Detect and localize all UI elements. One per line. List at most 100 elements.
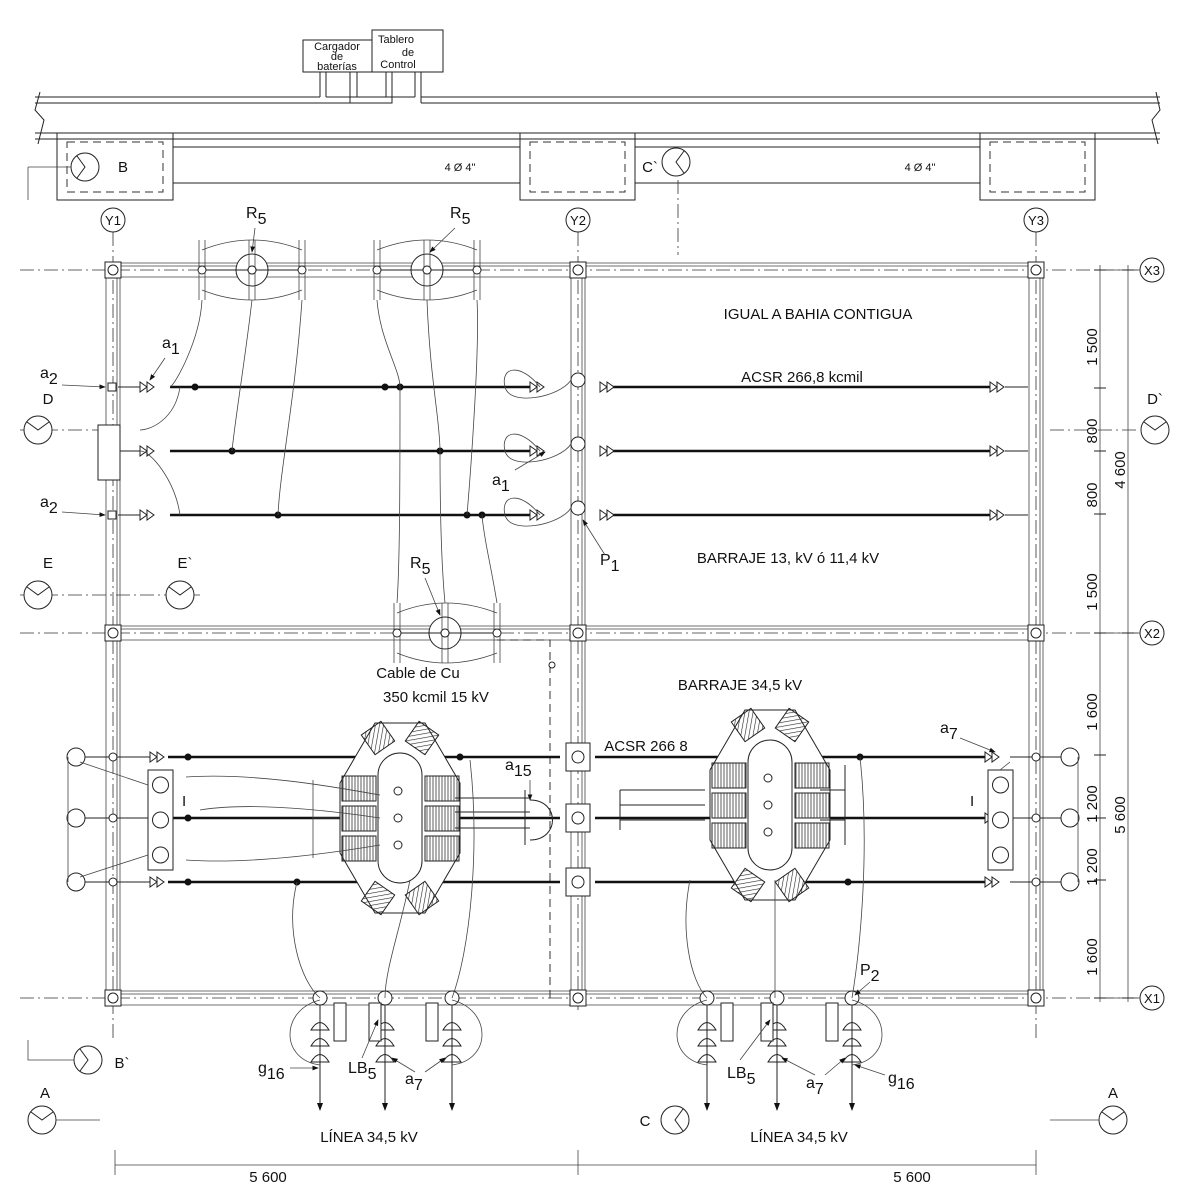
insulator-disc (606, 381, 615, 393)
label-barraje-34kv: BARRAJE 34,5 kV (678, 677, 802, 694)
section-mark-label: A (1108, 1085, 1118, 1102)
insulator-disc (149, 751, 158, 763)
connection-point (184, 814, 192, 822)
r5-node (372, 265, 382, 275)
section-mark-d: D (23, 391, 54, 445)
section-mark-c: C (640, 1105, 690, 1135)
bushing (393, 786, 403, 796)
r5-node (197, 265, 207, 275)
column-bolt (107, 264, 119, 276)
axis-bubble-x1: X1 (1139, 985, 1165, 1011)
column-clamp (1031, 877, 1041, 887)
end-eye (66, 747, 86, 767)
label-i-right: I (970, 793, 974, 810)
insulator-disc (156, 876, 165, 888)
control-label-3: Control (380, 59, 415, 71)
r5-node (422, 265, 432, 275)
section-mark-e-prime: E` (165, 555, 195, 610)
column-bolt (572, 627, 584, 639)
section-lines (27, 166, 1099, 1121)
insulator-disc (599, 381, 608, 393)
connection-point (844, 878, 852, 886)
callout-p1: P1 (600, 552, 620, 575)
connection-point (381, 383, 389, 391)
axis-bubble-y3: Y3 (1023, 207, 1049, 233)
bushing (763, 800, 773, 810)
arrester (152, 776, 169, 794)
callout-leader (739, 1019, 771, 1061)
strain-insulator (989, 445, 1005, 457)
dim-text-right: 800 (1084, 482, 1101, 507)
strain-insulator (139, 445, 155, 457)
bus-support-bracket (97, 424, 121, 481)
radiator-corner (774, 867, 810, 903)
dim-text-right: 1 500 (1084, 573, 1101, 611)
callout-leader (854, 981, 871, 996)
label-barraje-13kv: BARRAJE 13, kV ó 11,4 kV (697, 550, 879, 567)
end-eye (66, 808, 86, 828)
section-mark-e: E (23, 555, 53, 610)
insulator-disc (989, 445, 998, 457)
insulator-disc (149, 876, 158, 888)
section-mark-label: E (43, 555, 53, 572)
dim-lines (114, 265, 1129, 1175)
axis-bubble-x3: X3 (1139, 257, 1165, 283)
insulator-disc (991, 751, 1000, 763)
end-eye (1060, 747, 1080, 767)
radiator-bank (424, 835, 460, 862)
axis-bubble-x2: X2 (1139, 620, 1165, 646)
label-i-left: I (182, 793, 186, 810)
section-mark-label: B` (115, 1055, 130, 1072)
strain-insulator (149, 876, 165, 888)
strain-insulator (529, 381, 545, 393)
strain-insulator (599, 445, 615, 457)
battery-charger-box: Cargador de baterías (302, 39, 373, 73)
surge-arrester-group (987, 769, 1014, 871)
insulator-disc (146, 445, 155, 457)
disconnect-switch (720, 1002, 734, 1042)
control-panel-box: Tablero de Control (371, 29, 444, 73)
section-mark-a-right: A (1098, 1085, 1128, 1135)
clamp (107, 510, 117, 520)
dim-text-4600: 4 600 (1112, 451, 1129, 489)
bushing (763, 827, 773, 837)
column-clamp (1031, 752, 1041, 762)
disconnect-switch (333, 1002, 347, 1042)
disconnect-switch (760, 1002, 774, 1042)
insulator-disc (139, 381, 148, 393)
insulator-disc (529, 381, 538, 393)
section-mark-arrow (26, 586, 50, 596)
charger-label-2: de (331, 51, 343, 63)
power-transformer-left (339, 720, 461, 916)
strain-insulator (149, 751, 165, 763)
column-bolt (1030, 264, 1042, 276)
dim-text-right: 1 600 (1084, 938, 1101, 976)
transformer-hv-leads (185, 775, 381, 862)
strain-insulator (139, 381, 155, 393)
callout-leader (424, 1057, 446, 1073)
axis-label: X2 (1144, 626, 1160, 641)
insulator-disc (991, 876, 1000, 888)
column-bolt (107, 992, 119, 1004)
callout-a1: a1 (162, 335, 180, 358)
column-bolt (572, 264, 584, 276)
lv-bus-right (619, 765, 846, 845)
axis-label: X1 (1144, 991, 1160, 1006)
dim-text-5600: 5 600 (1112, 796, 1129, 834)
power-transformer-right (709, 707, 831, 903)
conduit-label-right: 4 Ø 4" (905, 162, 936, 174)
r5-connector (392, 602, 502, 664)
disconnect-switch (825, 1002, 839, 1042)
dim-text-right: 800 (1084, 418, 1101, 443)
strain-insulator (599, 509, 615, 521)
radiator-bank (794, 762, 830, 789)
axis-label: Y3 (1028, 213, 1044, 228)
strain-insulator (984, 876, 1000, 888)
label-linea-right: LÍNEA 34,5 kV (750, 1129, 848, 1146)
insulator-disc (146, 509, 155, 521)
section-mark-label: D` (1147, 391, 1163, 408)
end-frame (67, 757, 1079, 882)
insulator-disc (529, 509, 538, 521)
control-label-2: de (402, 47, 414, 59)
radiator-corner (360, 880, 396, 916)
